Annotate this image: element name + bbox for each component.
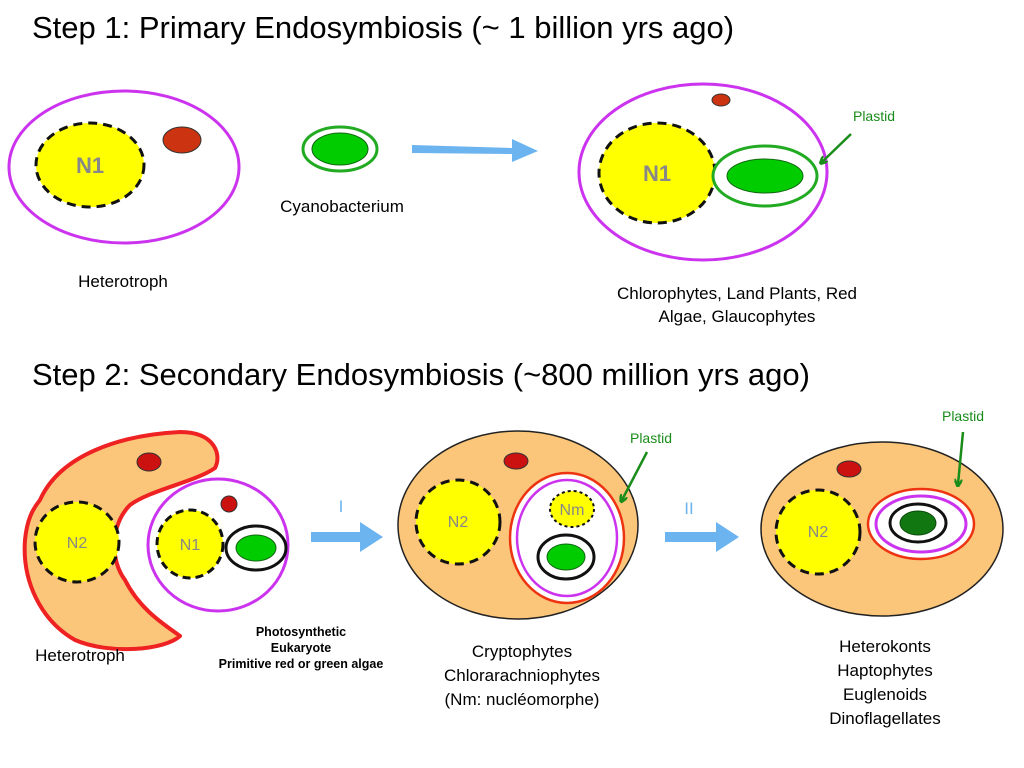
- organelle-red: [136, 452, 162, 472]
- cell3-label-line3: Euglenoids: [843, 685, 927, 704]
- eukaryote-label-line2: Eukaryote: [271, 641, 331, 655]
- plastid-label-cell2: Plastid: [630, 430, 672, 446]
- cyanobacterium-label: Cyanobacterium: [280, 197, 404, 216]
- arrow-ii-label: II: [684, 499, 693, 518]
- plastid-label-step1: Plastid: [853, 108, 895, 124]
- plastid-pointer-arrow-icon: [958, 431, 965, 484]
- primary-result-label-line1: Chlorophytes, Land Plants, Red: [617, 284, 857, 303]
- plastid-pointer-arrow-icon: [822, 133, 852, 162]
- secondary-cell-cryptophytes: N2 Nm: [397, 430, 639, 620]
- organelle-red: [711, 93, 731, 107]
- nucleus-n1-label: N1: [180, 537, 201, 554]
- nucleus-n2-label: N2: [808, 524, 829, 541]
- organelle-red: [836, 460, 862, 478]
- nucleus-n2: [33, 500, 121, 584]
- photosynthetic-eukaryote: N1: [146, 477, 290, 613]
- organelle-red: [162, 126, 202, 154]
- secondary-cell-heterokonts: N2: [760, 441, 1004, 617]
- organelle-red: [503, 452, 529, 470]
- plastid-label-cell3: Plastid: [942, 408, 984, 424]
- cell3-label-line1: Heterokonts: [839, 637, 931, 656]
- plastid-pointer-arrow-icon: [622, 451, 649, 500]
- primary-result-label-line2: Algae, Glaucophytes: [659, 307, 816, 326]
- arrow-icon-i: [311, 522, 383, 552]
- nucleus-n1-label: N1: [643, 161, 671, 186]
- nucleus-n2-label: N2: [448, 514, 469, 531]
- cell3-label-line4: Dinoflagellates: [829, 709, 941, 728]
- nucleomorph-label: Nm: [560, 502, 585, 519]
- cell3-label-line2: Haptophytes: [837, 661, 932, 680]
- arrow-icon-ii: [665, 522, 739, 552]
- eukaryote-label-line1: Photosynthetic: [256, 625, 346, 639]
- primary-plastid-cell: N1: [577, 82, 829, 262]
- step2-title: Step 2: Secondary Endosymbiosis (~800 mi…: [32, 357, 810, 392]
- arrow-i-label: I: [339, 497, 344, 516]
- step1-title: Step 1: Primary Endosymbiosis (~ 1 billi…: [32, 10, 734, 45]
- nucleus-n2: [414, 478, 502, 566]
- nucleus-n1: [34, 121, 146, 209]
- heterotroph-label-step1: Heterotroph: [78, 272, 168, 291]
- heterotroph-cell-step1: N1: [7, 89, 241, 245]
- nucleus-n1-label: N1: [76, 153, 104, 178]
- cyanobacterium: [301, 125, 379, 173]
- cell2-label-line1: Cryptophytes: [472, 642, 572, 661]
- arrow-icon-step1: [412, 139, 538, 162]
- nucleus-n1: [155, 508, 225, 580]
- nucleus-n2-label: N2: [67, 535, 88, 552]
- nucleus-n2: [774, 488, 862, 576]
- cell2-label-line2: Chlorarachniophytes: [444, 666, 600, 685]
- nucleomorph: [549, 490, 595, 528]
- heterotroph-label-step2: Heterotroph: [35, 646, 125, 665]
- cell2-label-line3: (Nm: nucléomorphe): [445, 690, 600, 709]
- heterotroph-cell-step2: N2: [22, 430, 220, 652]
- organelle-red: [220, 495, 238, 513]
- eukaryote-label-line3: Primitive red or green algae: [219, 657, 384, 671]
